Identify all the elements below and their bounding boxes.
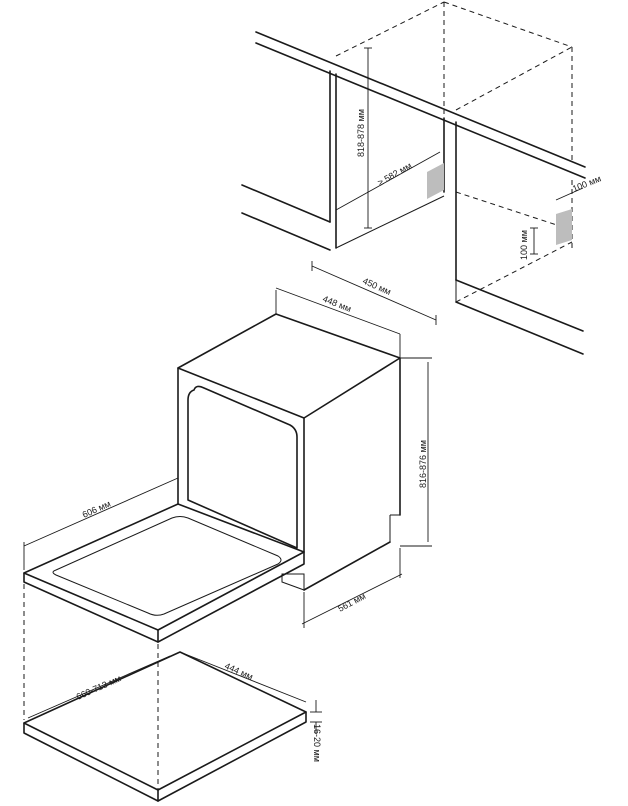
right-cabinet-plinth-top [455,279,584,332]
niche-depth-dimension: ≥ 582 мм [335,151,441,211]
tub-opening [187,385,298,549]
countertop-top-edge [255,31,586,168]
unit-width-dimension: 448 мм [275,287,401,358]
door-top-face [23,503,305,631]
unit-depth-dimension: 561 мм [301,548,403,628]
left-cabinet-base-top [241,184,331,223]
body-top-face [177,313,401,419]
left-cabinet-base-bottom [241,212,331,251]
niche-drawing: 818-878 мм ≥ 582 мм 100 мм 100 мм 450 мм [241,1,602,355]
unit-height-dimension: 816-876 мм [400,357,432,547]
panel-height-label: 660-713 мм [75,673,123,702]
door-inner-panel [52,516,282,616]
panel-width-label: 444 мм [223,661,254,682]
unit-depth-label: 561 мм [336,591,367,614]
side-gap-dimension: 100 мм [555,173,602,201]
wall-dashed-5 [455,46,573,111]
panel-side-edge [157,711,307,802]
panel-drawing: 660-713 мм 444 мм 16-20 мм [23,584,322,802]
niche-back-cutout [427,163,444,199]
door-depth-dimension: 606 мм [23,474,179,570]
wall-dashed-6 [455,191,573,231]
panel-thickness-dimension: 16-20 мм [310,700,322,762]
niche-depth-label: ≥ 582 мм [376,160,413,187]
panel-top-face [23,651,307,791]
side-cutout [556,209,572,245]
wall-dashed-1 [335,1,445,57]
niche-floor-back [335,195,445,249]
body-side-notch [389,514,400,542]
panel-height-dimension: 660-713 мм [27,655,171,719]
body-side-bottom [303,541,391,591]
door-depth-label: 606 мм [81,499,112,520]
door-hinge-block [281,573,305,591]
bottom-gap-label: 100 мм [519,230,529,260]
niche-height-label: 818-878 мм [356,109,366,157]
wall-dashed-3 [443,1,573,48]
wall-dashed-8 [455,241,573,303]
bottom-gap-dimension: 100 мм [519,227,538,260]
panel-thickness-label: 16-20 мм [312,724,322,762]
door-front-edge [23,572,159,643]
right-cabinet-plinth-bottom [455,301,584,355]
panel-front-edge [23,722,159,802]
niche-height-dimension: 818-878 мм [356,47,372,229]
unit-height-label: 816-876 мм [418,440,428,488]
dishwasher-drawing: 448 мм 816-876 мм 606 мм 561 мм [23,287,432,643]
countertop-bottom-edge [255,42,586,179]
door-side-edge [157,551,305,643]
side-gap-label: 100 мм [571,173,602,193]
panel-width-dimension: 444 мм [179,651,307,703]
niche-width-dimension: 450 мм [311,261,437,325]
